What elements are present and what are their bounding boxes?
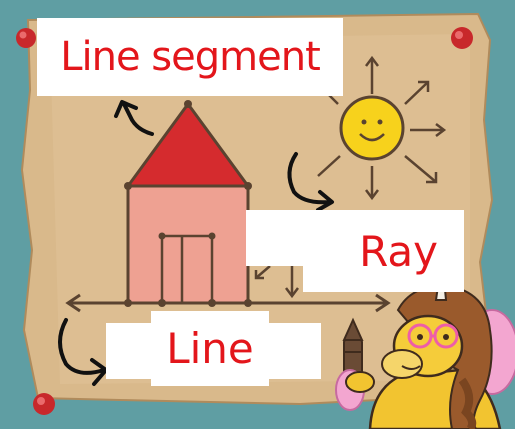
- line-label: Line: [151, 311, 269, 386]
- sun-face: [339, 95, 405, 161]
- curved-arrow-icon: [114, 100, 154, 136]
- push-pin-icon: [451, 27, 473, 49]
- small-rays: [254, 262, 299, 299]
- line-segment-label: Line segment: [37, 18, 343, 96]
- ray-label: Ray: [303, 210, 464, 292]
- house-icon: [124, 100, 252, 305]
- unicorn-character: [335, 257, 515, 429]
- curved-arrow-icon: [287, 152, 334, 212]
- line-figure: [65, 293, 391, 313]
- line-points: [124, 299, 252, 307]
- push-pin-icon: [16, 28, 36, 48]
- push-pin-icon: [33, 393, 55, 415]
